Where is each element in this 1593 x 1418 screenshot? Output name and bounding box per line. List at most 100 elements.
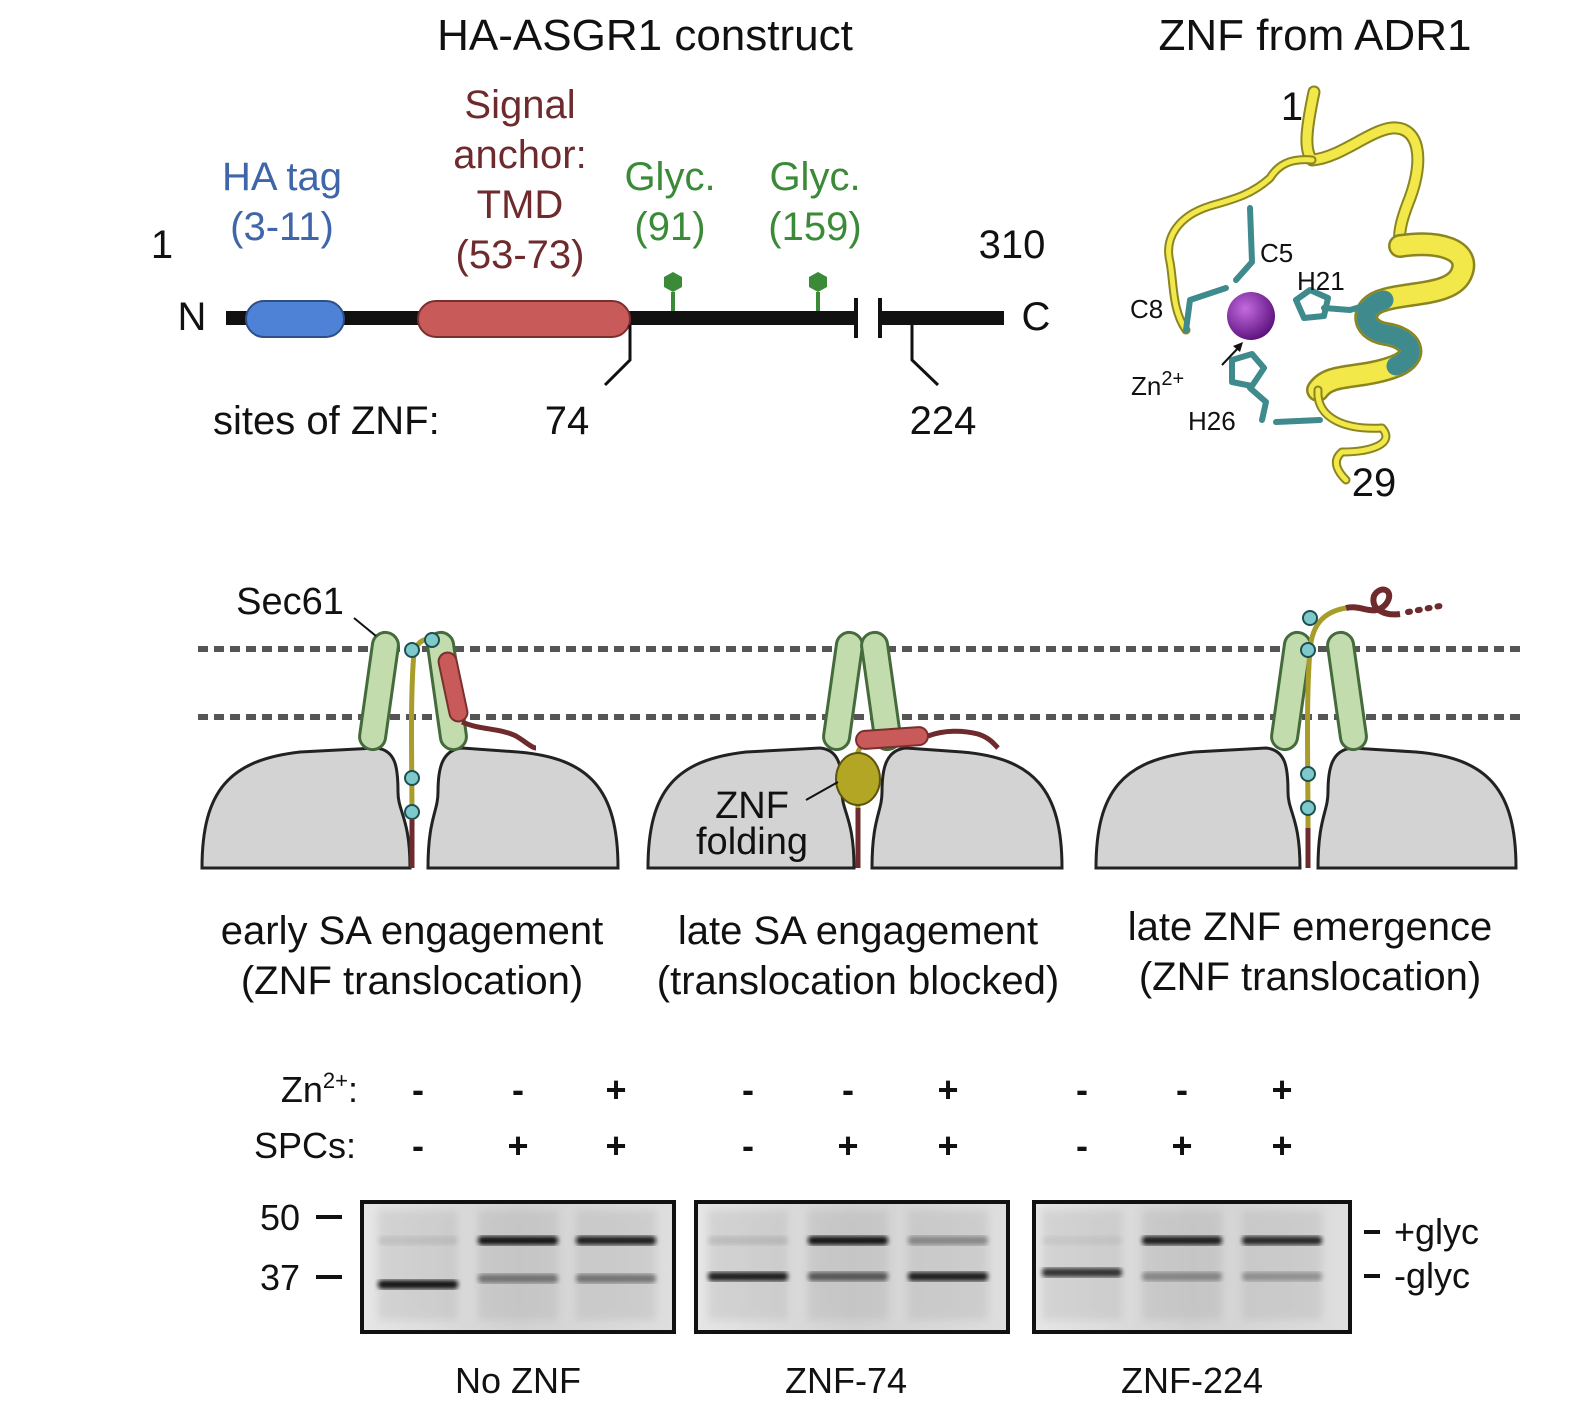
glyc-site-marker bbox=[1302, 610, 1318, 626]
mw-marker-37: 37 bbox=[260, 1257, 300, 1298]
caption-panel-1-line-1: early SA engagement bbox=[221, 909, 603, 953]
gel-image bbox=[360, 1200, 676, 1334]
band-label-minus-glyc: -glyc bbox=[1394, 1255, 1470, 1296]
signal-anchor-label-1: Signal bbox=[464, 83, 575, 127]
spc-condition-sign: + bbox=[1271, 1125, 1292, 1166]
glyc2-label: Glyc. bbox=[769, 155, 860, 199]
sec61-channel-right bbox=[1326, 630, 1368, 752]
sec61-label: Sec61 bbox=[236, 581, 344, 623]
spc-condition-sign: + bbox=[837, 1125, 858, 1166]
glycosylated-band bbox=[378, 1236, 458, 1245]
schematic-late-sa-engagement: ZNF folding bbox=[646, 630, 1064, 870]
glyc1-site-icon bbox=[664, 272, 682, 311]
gel-lane-smear bbox=[908, 1210, 988, 1320]
znf-folding-pointer bbox=[805, 781, 839, 801]
signal-anchor-tmd bbox=[855, 726, 929, 750]
glycosylated-band bbox=[908, 1236, 988, 1245]
glycosylated-band bbox=[576, 1236, 656, 1245]
site-74-label: 74 bbox=[545, 399, 590, 443]
unglycosylated-band bbox=[1142, 1272, 1222, 1281]
gel-lane-smear bbox=[1242, 1210, 1322, 1320]
unglycosylated-band bbox=[378, 1280, 458, 1289]
condition-signs: --+--+--+-++-++-++ bbox=[412, 1069, 1293, 1166]
zn-row-label: Zn2+: bbox=[281, 1068, 358, 1110]
gel-boxes bbox=[360, 1200, 1352, 1334]
ha-tag-label: HA tag bbox=[222, 155, 342, 199]
gel-lane-smear bbox=[576, 1210, 656, 1320]
caption-panel-1-line-2: (ZNF translocation) bbox=[241, 959, 583, 1003]
znf-structure-panel: ZNF from ADR1 bbox=[1130, 11, 1476, 505]
znf-folding-label-2: folding bbox=[696, 821, 808, 863]
glyc-site-marker bbox=[1300, 800, 1316, 816]
unglycosylated-band bbox=[808, 1272, 888, 1281]
zn-condition-sign: + bbox=[1271, 1069, 1292, 1110]
sec61-channel-left bbox=[822, 630, 864, 752]
chain-continuation-dots bbox=[1405, 603, 1443, 615]
residue-h26-label: H26 bbox=[1188, 406, 1236, 436]
sec61-channel-right bbox=[860, 630, 902, 752]
unglycosylated-band bbox=[576, 1274, 656, 1283]
spc-condition-sign: + bbox=[507, 1125, 528, 1166]
start-position: 1 bbox=[151, 223, 173, 267]
gel-lane-smear bbox=[808, 1210, 888, 1320]
sec61-label-pointer bbox=[353, 617, 377, 637]
gel-label-znf-74: ZNF-74 bbox=[785, 1360, 907, 1401]
gel-lane-smear bbox=[478, 1210, 558, 1320]
glycosylated-band bbox=[708, 1236, 788, 1245]
zinc-coordinating-sidechains-icon bbox=[1183, 205, 1387, 425]
residue-c5-label: C5 bbox=[1260, 238, 1293, 268]
gel-panel: Zn2+: SPCs: --+--+--+-++-++-++ 50 37 +gl… bbox=[254, 1068, 1479, 1401]
folded-znf-domain bbox=[835, 752, 881, 806]
ha-tag-domain bbox=[245, 300, 345, 338]
ribosome-right-half bbox=[426, 746, 620, 870]
ribosome-right-half bbox=[870, 746, 1064, 870]
znf-n-terminus-label: 1 bbox=[1281, 85, 1303, 129]
ribosome-left-half bbox=[200, 746, 412, 870]
gel-frame bbox=[694, 1200, 1010, 1334]
signal-anchor-label-2: anchor: bbox=[453, 133, 586, 177]
spc-condition-sign: - bbox=[1076, 1125, 1088, 1166]
spc-condition-sign: + bbox=[937, 1125, 958, 1166]
gel-frame bbox=[360, 1200, 676, 1334]
signal-anchor-domain bbox=[417, 300, 631, 338]
znf-site-74-marker bbox=[603, 325, 632, 387]
caption-panel-3-line-1: late ZNF emergence bbox=[1128, 905, 1493, 949]
unglycosylated-band bbox=[1242, 1272, 1322, 1281]
glyc-site-marker bbox=[404, 642, 420, 658]
znf-c-terminus-label: 29 bbox=[1352, 461, 1397, 505]
zinc-ion-icon bbox=[1227, 292, 1275, 340]
caption-panel-3-line-2: (ZNF translocation) bbox=[1139, 955, 1481, 999]
glycosylated-band bbox=[1242, 1236, 1322, 1245]
znf-ribbon-icon bbox=[1164, 85, 1476, 485]
zn-condition-sign: - bbox=[1176, 1069, 1188, 1110]
glyc-site-marker bbox=[404, 804, 420, 820]
zn-condition-sign: - bbox=[1076, 1069, 1088, 1110]
glycosylated-band bbox=[478, 1236, 558, 1245]
glycosylated-band bbox=[808, 1236, 888, 1245]
construct-backbone-right bbox=[882, 311, 1004, 325]
glyc-site-marker bbox=[424, 632, 440, 648]
spc-condition-sign: - bbox=[742, 1125, 754, 1166]
znf-structure-title: ZNF from ADR1 bbox=[1159, 11, 1472, 60]
znf-folding-label-1: ZNF bbox=[715, 785, 789, 827]
c-terminus-label: C bbox=[1022, 295, 1051, 339]
gel-lane-smear bbox=[1142, 1210, 1222, 1320]
znf-site-224-marker bbox=[910, 325, 940, 387]
zn-condition-sign: + bbox=[605, 1069, 626, 1110]
translocation-schematic: Sec61 ZNF folding bbox=[198, 581, 1520, 1003]
signal-anchor-tmd bbox=[437, 651, 469, 723]
unglycosylated-band bbox=[1042, 1268, 1122, 1277]
nascent-chain-c-terminal bbox=[460, 719, 537, 751]
construct-panel: HA-ASGR1 construct HA tag (3-11) Signal … bbox=[151, 11, 1051, 443]
unglycosylated-band bbox=[478, 1274, 558, 1283]
caption-panel-2-line-1: late SA engagement bbox=[678, 909, 1038, 953]
gel-frame bbox=[1032, 1200, 1352, 1334]
site-224-label: 224 bbox=[910, 399, 977, 443]
spc-row-label: SPCs: bbox=[254, 1125, 356, 1166]
glyc-site-marker bbox=[1300, 642, 1316, 658]
gel-lane-smear bbox=[1042, 1210, 1122, 1320]
glyc1-label: Glyc. bbox=[624, 155, 715, 199]
zn-condition-sign: - bbox=[842, 1069, 854, 1110]
n-terminus-label: N bbox=[178, 295, 207, 339]
